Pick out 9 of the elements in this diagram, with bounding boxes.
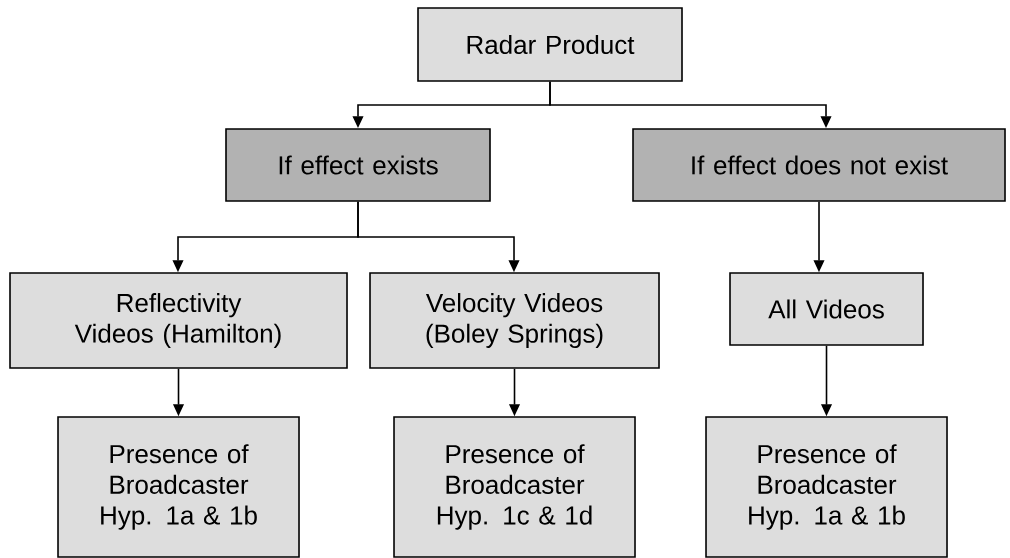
process-box: Reflectivity Videos (Hamilton) xyxy=(9,272,348,369)
process-box: If effect exists xyxy=(225,128,491,202)
process-box: Velocity Videos (Boley Springs) xyxy=(369,272,660,369)
process-box: If effect does not exist xyxy=(632,128,1006,202)
process-box: Presence of Broadcaster Hyp. 1a & 1b xyxy=(57,416,300,558)
process-box: Presence of Broadcaster Hyp. 1c & 1d xyxy=(393,416,636,558)
process-box: All Videos xyxy=(729,272,924,346)
process-box: Presence of Broadcaster Hyp. 1a & 1b xyxy=(705,416,948,558)
process-box: Radar Product xyxy=(417,7,683,82)
